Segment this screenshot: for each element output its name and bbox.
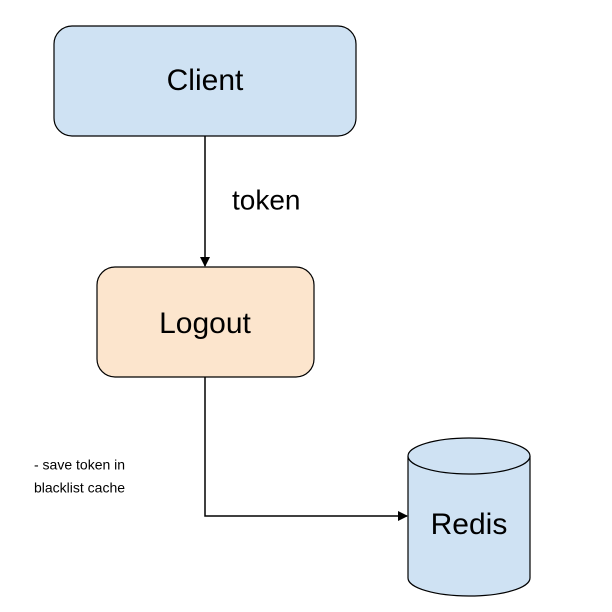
note-line-1: - save token in <box>34 457 125 473</box>
logout-to-redis-edge: - save token in blacklist cache <box>34 377 408 521</box>
client-node[interactable]: Client <box>53 25 357 137</box>
note-line-2: blacklist cache <box>34 480 125 496</box>
client-label: Client <box>167 64 244 97</box>
logout-label: Logout <box>159 307 251 340</box>
redis-cylinder-body <box>407 456 531 597</box>
redis-label: Redis <box>431 508 508 541</box>
logout-node[interactable]: Logout <box>96 266 315 378</box>
token-label: token <box>232 184 301 215</box>
client-to-logout-edge: token <box>200 136 301 267</box>
redis-node[interactable]: Redis <box>407 437 531 597</box>
redis-cylinder-top <box>407 437 531 475</box>
logout-to-redis-arrow <box>204 377 408 521</box>
